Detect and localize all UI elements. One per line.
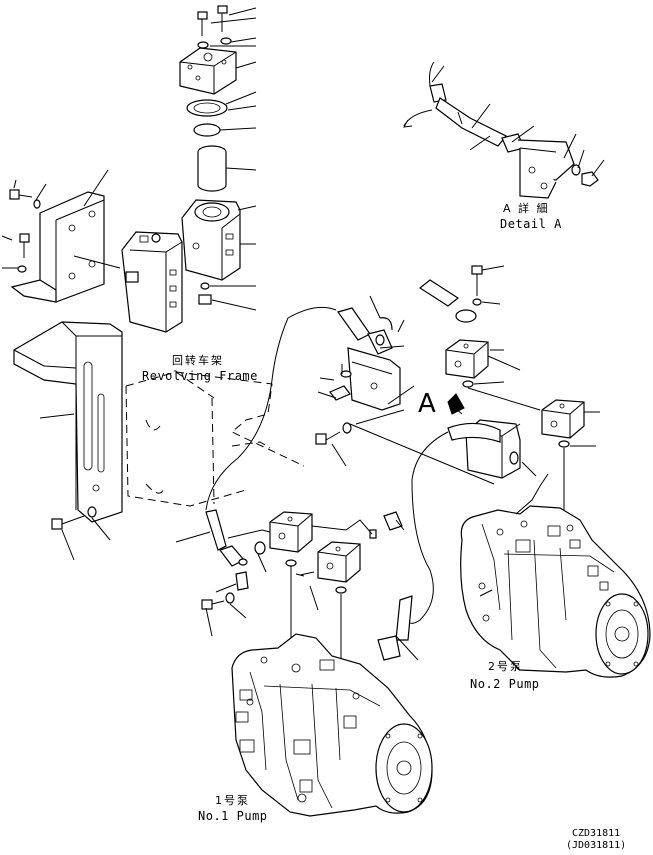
middle-hose-assembly — [205, 306, 495, 511]
top-valve-stack — [179, 5, 241, 305]
revolving-frame-outline — [125, 371, 305, 507]
pump2-label-en: No.2 Pump — [470, 677, 540, 691]
revolving-frame-label-en: Revolving Frame — [142, 369, 258, 383]
detail-a-label-en: Detail A — [500, 217, 562, 231]
detail-a-label-cn: A 詳 細 — [503, 202, 550, 215]
drawing-code-alt: (JD031811) — [566, 840, 627, 851]
leader-lines — [1, 7, 605, 661]
pump1-label-en: No.1 Pump — [198, 809, 268, 823]
pump-1-drawing — [231, 633, 433, 817]
pump2-label-cn: 2号泵 — [488, 660, 523, 673]
lower-left-fittings — [201, 509, 403, 700]
detail-a-assembly — [403, 61, 599, 199]
left-bracket-assembly — [9, 189, 183, 530]
drawing-code: CZD31811 — [572, 828, 621, 839]
right-middle-fittings — [377, 265, 585, 661]
revolving-frame-label-cn: 回转车架 — [172, 354, 224, 367]
pump1-label-cn: 1号泵 — [215, 794, 250, 807]
view-arrow-label: A — [418, 389, 436, 419]
pump-2-drawing — [460, 473, 651, 678]
